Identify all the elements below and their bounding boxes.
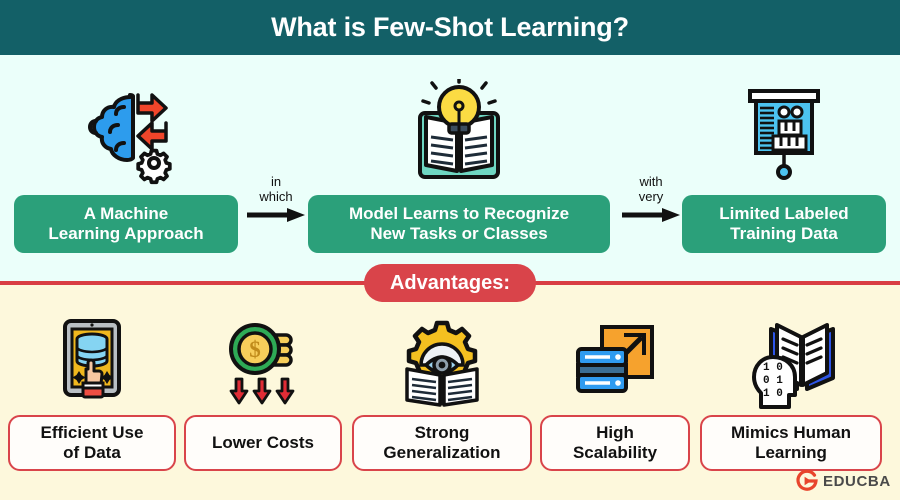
flow-step-3-label: Limited Labeled Training Data (682, 195, 886, 254)
flow-connector-2: with very (620, 174, 682, 223)
arrow-right-icon (245, 207, 307, 223)
arrow-right-icon (620, 207, 682, 223)
svg-text:$: $ (249, 337, 261, 362)
advantage-card-2: Lower Costs (184, 415, 342, 471)
flow-connector-1-label: in which (259, 174, 293, 204)
coins-down-arrows-icon: $ (184, 315, 342, 413)
advantage-card-5: Mimics Human Learning (700, 415, 882, 471)
server-growth-arrow-icon (540, 315, 690, 413)
svg-text:0 1: 0 1 (763, 375, 783, 387)
educba-logo[interactable]: EDUCBA (796, 470, 891, 492)
svg-text:1 0: 1 0 (763, 362, 783, 374)
advantages-banner: Advantages: (364, 264, 536, 302)
presentation-chart-icon (682, 73, 886, 193)
brain-exchange-gear-icon (14, 73, 238, 193)
advantage-card-3: Strong Generalization (352, 415, 532, 471)
flow-step-1-label: A Machine Learning Approach (14, 195, 238, 254)
advantage-card-4: High Scalability (540, 415, 690, 471)
flow-connector-2-label: with very (638, 174, 664, 204)
head-binary-book-icon: 1 0 0 1 1 0 (700, 315, 882, 413)
educba-logo-text: EDUCBA (823, 472, 891, 490)
gear-eye-book-icon (352, 315, 532, 413)
svg-text:1 0: 1 0 (763, 388, 783, 400)
flow-connector-1: in which (245, 174, 307, 223)
tablet-database-thumbsup-icon (8, 315, 176, 413)
book-lightbulb-icon (308, 73, 610, 193)
flow-step-2-label: Model Learns to Recognize New Tasks or C… (308, 195, 610, 254)
advantage-card-1: Efficient Use of Data (8, 415, 176, 471)
header-band (0, 0, 900, 55)
page-title: What is Few-Shot Learning? (271, 12, 629, 42)
educba-logo-icon (796, 470, 818, 492)
